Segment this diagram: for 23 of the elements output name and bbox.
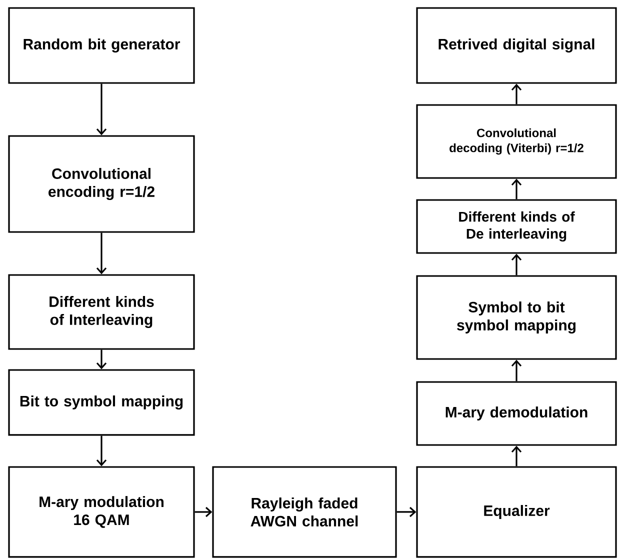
arrow — [96, 350, 107, 370]
process-box: Random bit generator — [8, 7, 195, 84]
process-box: Convolutional encoding r=1/2 — [8, 135, 195, 233]
arrow — [511, 254, 522, 276]
process-box: Different kinds of De interleaving — [416, 199, 617, 254]
arrow — [96, 232, 107, 274]
process-box: Different kinds of Interleaving — [8, 274, 195, 350]
process-box: Equalizer — [416, 466, 617, 558]
process-box: M-ary demodulation — [416, 381, 617, 446]
arrow — [96, 436, 107, 466]
arrow — [511, 178, 522, 200]
process-box: Rayleigh faded AWGN channel — [212, 466, 397, 558]
arrow — [194, 506, 212, 518]
arrow — [396, 506, 416, 518]
process-box: Retrived digital signal — [416, 7, 617, 84]
process-box: Convolutional decoding (Viterbi) r=1/2 — [416, 104, 617, 179]
arrow — [511, 84, 522, 104]
process-box: Bit to symbol mapping — [8, 369, 195, 436]
process-box: Symbol to bit symbol mapping — [416, 275, 617, 360]
arrow — [96, 84, 107, 136]
process-box: M-ary modulation 16 QAM — [8, 466, 195, 558]
arrow — [511, 446, 522, 466]
arrow — [511, 360, 522, 382]
